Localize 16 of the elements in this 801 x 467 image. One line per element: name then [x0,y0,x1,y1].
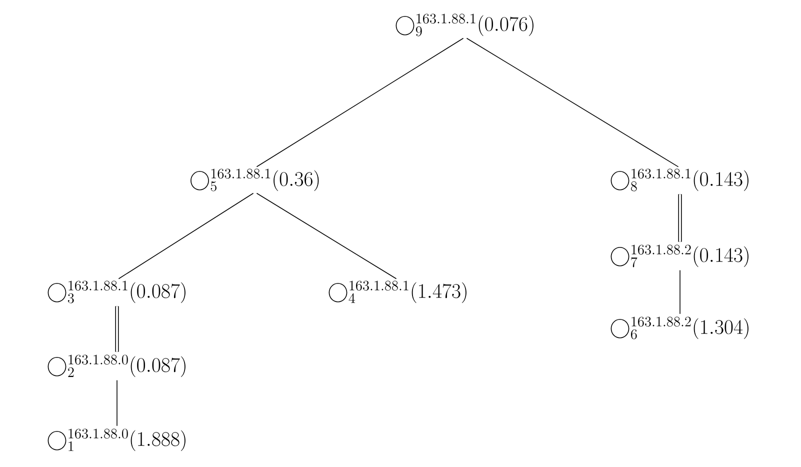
tree-node-label: $\bigcirc^{163.1.88.1}_{3}(0.087)$ [48,280,186,304]
tree-branch-line [466,38,679,168]
tree-node-label: $\bigcirc^{163.1.88.2}_{6}(1.304)$ [610,316,748,340]
tree-branch-line [256,38,464,168]
tree-node-label: $\bigcirc^{163.1.88.1}_{4}(1.473)$ [328,280,466,304]
tree-branch-line [118,192,254,280]
tree-node-label: $\bigcirc^{163.1.88.2}_{7}(0.143)$ [610,244,748,268]
tree-node-label: $\bigcirc^{163.1.88.1}_{5}(0.36)$ [190,168,319,192]
double-bar-connector [115,306,119,352]
double-bar-connector [678,194,682,242]
tree-branch-line [116,380,118,426]
tree-node-label: $\bigcirc^{163.1.88.1}_{8}(0.143)$ [610,168,748,192]
tree-node-label: $\bigcirc^{163.1.88.0}_{1}(1.888)$ [48,428,186,452]
tree-node-label: $\bigcirc^{163.1.88.0}_{2}(0.087)$ [48,354,186,378]
tree-node-label: $\bigcirc^{163.1.88.1}_{9}(0.076)$ [396,14,534,36]
tree-branch-line [256,192,397,280]
